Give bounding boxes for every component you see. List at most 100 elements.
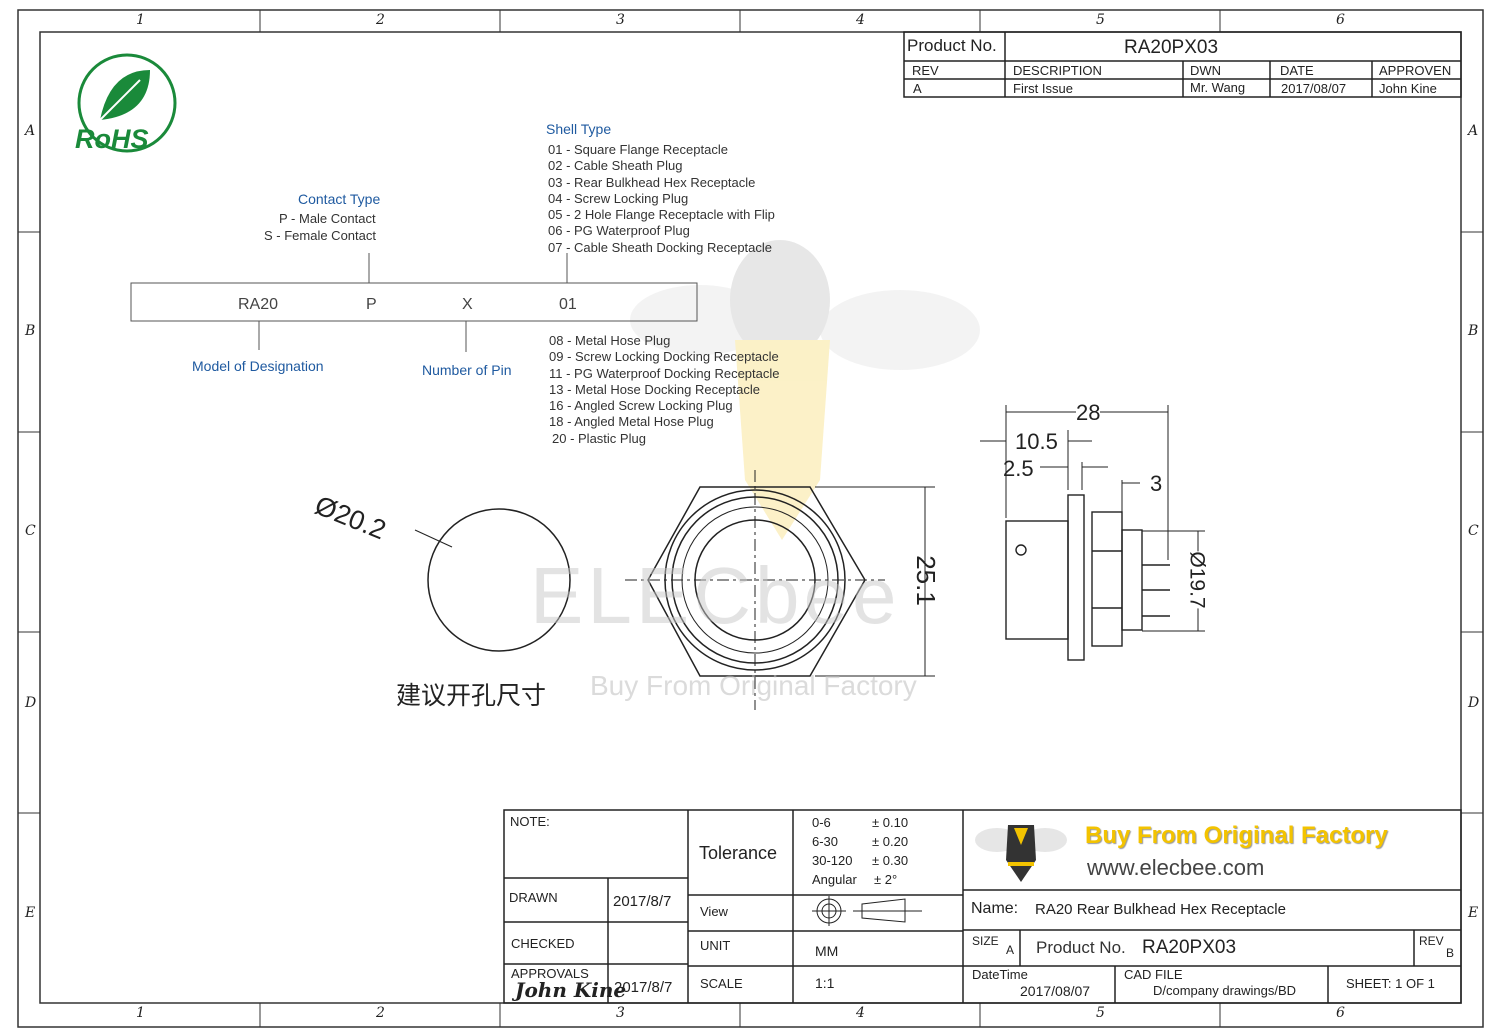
shell-type-item: 01 - Square Flange Receptacle [548, 142, 728, 157]
scale-value: 1:1 [815, 975, 835, 991]
rev-header: REV [912, 63, 939, 78]
zone-col-4-bottom: 4 [856, 1005, 865, 1021]
zone-row-e: E [25, 905, 36, 921]
shell-type-item: 20 - Plastic Plug [552, 430, 646, 446]
shell-type-title: Shell Type [546, 121, 612, 137]
rohs-logo [77, 53, 177, 153]
zone-col-5: 5 [1096, 12, 1105, 28]
shell-type-item: 05 - 2 Hole Flange Receptacle with Flip [548, 207, 775, 223]
zone-col-1-bottom: 1 [136, 1005, 145, 1021]
zone-row-e-right: E [1468, 905, 1479, 921]
side-view [1005, 494, 1170, 661]
hex-dim: 25.1 [910, 555, 941, 606]
zone-row-a: A [25, 123, 36, 139]
contact-type-title: Contact Type [298, 191, 381, 207]
shell-type-item: 04 - Screw Locking Plug [548, 190, 689, 206]
shell-type-item: 02 - Cable Sheath Plug [548, 158, 683, 174]
dim-10-5: 10.5 [1015, 429, 1058, 454]
zone-col-2-bottom: 2 [376, 1005, 385, 1021]
checked-label: CHECKED [511, 936, 575, 951]
product-no-value: RA20PX03 [1124, 37, 1219, 58]
title-product-no: RA20PX03 [1142, 937, 1237, 958]
tolerance-range: 0-6 [812, 815, 831, 830]
shell-type-item: 07 - Cable Sheath Docking Receptacle [548, 239, 773, 255]
shell-type-list-top: 01 - Square Flange Receptacle 02 - Cable… [548, 142, 775, 256]
rev-label: REV [1419, 934, 1444, 948]
scale-label: SCALE [700, 976, 743, 991]
diameter-19-7-dim: Ø19.7 [1184, 551, 1209, 609]
code-shell: 01 [559, 296, 577, 313]
note-label: NOTE: [510, 814, 550, 829]
date-value: 2017/08/07 [1281, 81, 1347, 96]
cad-file-path: D/company drawings/BD [1153, 983, 1297, 998]
brand-slogan: Buy From Original Factory [1085, 822, 1388, 849]
cutout-caption: 建议开孔尺寸 [396, 682, 547, 710]
zone-col-6: 6 [1336, 12, 1345, 28]
watermark-brand: ELECbee [530, 551, 901, 640]
code-pin: X [462, 296, 473, 313]
size-value: A [1006, 943, 1015, 957]
datetime-value: 2017/08/07 [1020, 983, 1091, 999]
shell-type-item: 03 - Rear Bulkhead Hex Receptacle [548, 174, 756, 190]
zone-row-c: C [25, 523, 36, 539]
name-label: Name: [971, 900, 1019, 917]
watermark-slogan: Buy From Original Factory [590, 670, 917, 701]
shell-type-item: 18 - Angled Metal Hose Plug [549, 414, 714, 430]
approven-header: APPROVEN [1379, 63, 1452, 78]
shell-type-item: 09 - Screw Locking Docking Receptacle [549, 349, 779, 365]
zone-col-4: 4 [856, 12, 865, 28]
description-header: DESCRIPTION [1013, 63, 1102, 78]
dwn-value: Mr. Wang [1190, 80, 1246, 95]
zone-col-5-bottom: 5 [1096, 1005, 1105, 1021]
zone-row-c-right: C [1468, 523, 1479, 539]
drawn-date: 2017/8/7 [613, 893, 672, 910]
product-no-label: Product No. [907, 36, 997, 55]
shell-type-item: 08 - Metal Hose Plug [549, 333, 671, 348]
approven-value: John Kine [1379, 81, 1437, 96]
dim-3: 3 [1150, 471, 1163, 496]
model-label: Model of Designation [192, 358, 324, 374]
code-model: RA20 [238, 296, 279, 313]
datetime-label: DateTime [972, 967, 1028, 982]
tolerance-range: Angular [812, 872, 857, 887]
tolerance-value: ± 0.30 [872, 853, 909, 868]
drawn-label: DRAWN [509, 890, 558, 905]
pin-label: Number of Pin [422, 362, 512, 378]
elecbee-logo [975, 825, 1067, 882]
approvals-label: APPROVALS [511, 966, 589, 981]
tolerance-range: 6-30 [812, 834, 839, 849]
zone-col-2: 2 [376, 12, 385, 28]
brand-website[interactable]: www.elecbee.com [1087, 855, 1265, 880]
dim-2-5: 2.5 [1003, 456, 1034, 481]
rev-value-title: B [1446, 946, 1455, 960]
dwn-header: DWN [1190, 63, 1222, 78]
date-header: DATE [1280, 63, 1314, 78]
projection-symbol [812, 896, 922, 926]
sheet-info: SHEET: 1 OF 1 [1346, 976, 1435, 991]
zone-row-d-right: D [1468, 695, 1480, 711]
size-label: SIZE [972, 934, 999, 948]
part-name: RA20 Rear Bulkhead Hex Receptacle [1035, 901, 1286, 918]
tolerance-value: ± 2° [874, 872, 898, 887]
description-value: First Issue [1013, 81, 1073, 96]
approvals-date: 2017/8/7 [614, 979, 673, 996]
tolerance-value: ± 0.10 [872, 815, 909, 830]
zone-col-1: 1 [136, 12, 145, 28]
zone-row-d: D [25, 695, 37, 711]
shell-type-item: 06 - PG Waterproof Plug [548, 223, 690, 239]
unit-value: MM [815, 943, 839, 959]
shell-type-item: 16 - Angled Screw Locking Plug [549, 398, 733, 414]
tolerance-label: Tolerance [699, 843, 778, 863]
contact-type-item: S - Female Contact [264, 228, 376, 243]
zone-row-a-right: A [1468, 123, 1479, 139]
tolerance-table: 0-6± 0.10 6-30± 0.20 30-120± 0.30 Angula… [812, 813, 908, 889]
zone-row-b-right: B [1468, 323, 1479, 339]
approvals-signature: John Kine [515, 978, 627, 1002]
rev-value: A [913, 81, 922, 96]
title-product-no-label: Product No. [1036, 938, 1126, 957]
zone-col-6-bottom: 6 [1336, 1005, 1345, 1021]
contact-type-item: P - Male Contact [279, 211, 376, 226]
view-label: View [700, 904, 728, 919]
tolerance-value: ± 0.20 [872, 834, 909, 849]
